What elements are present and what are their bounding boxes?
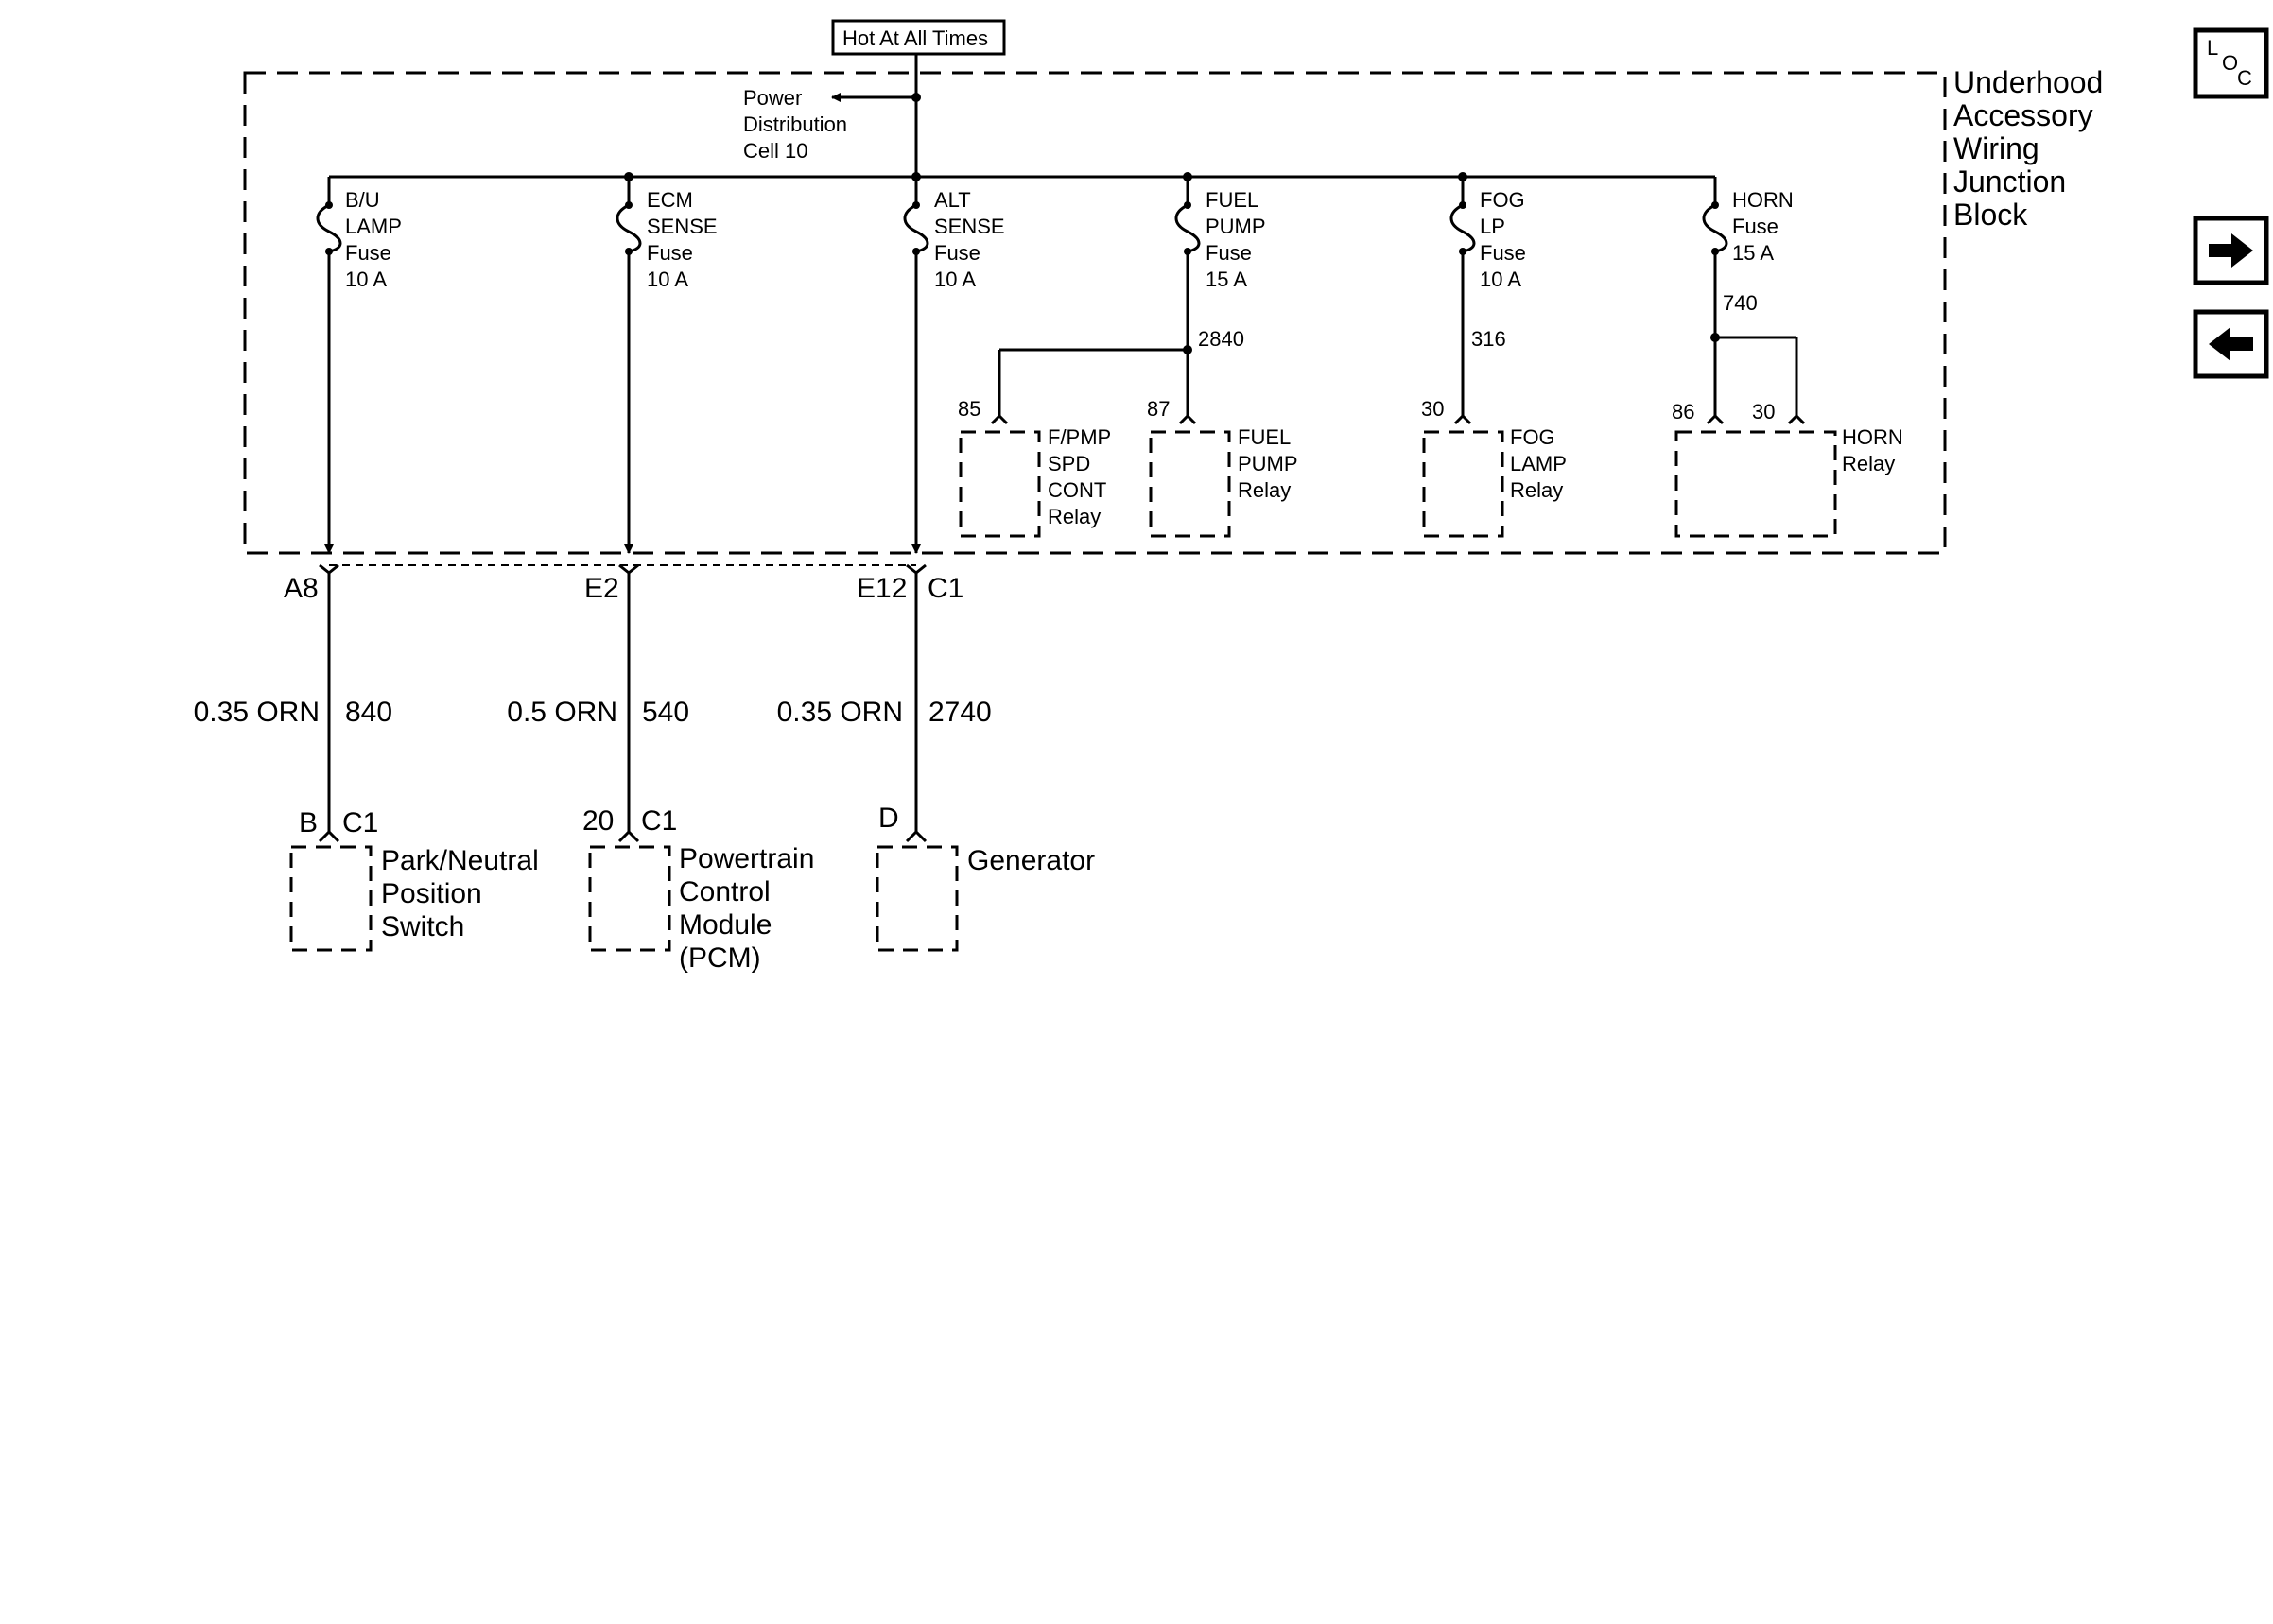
dest-pin: 20 — [582, 805, 614, 837]
wire-spec: 0.35 ORN — [777, 697, 903, 728]
arrow-right-icon — [2209, 233, 2253, 268]
arrow-left-icon — [2209, 327, 2253, 361]
relay-pin: 30 — [1752, 400, 1775, 423]
connector-id: C1 — [928, 573, 963, 604]
relay-pin: 30 — [1421, 397, 1444, 421]
fuse-symbol — [1449, 203, 1476, 253]
circuit-number: 840 — [345, 697, 392, 728]
wire-spec: 0.5 ORN — [507, 697, 617, 728]
power-distribution-label: Power Distribution Cell 10 — [743, 86, 853, 163]
relay-pin: 87 — [1147, 397, 1170, 421]
connector-pin: E2 — [584, 573, 619, 604]
component-label-pcm: Powertrain Control Module (PCM) — [679, 843, 823, 974]
relay-box — [1149, 430, 1231, 538]
component-box — [289, 845, 373, 952]
dest-pin: B — [299, 807, 318, 838]
loc-button[interactable]: L O C — [2193, 27, 2269, 99]
wire-spec: 0.35 ORN — [194, 697, 320, 728]
circuit-number: 540 — [642, 697, 689, 728]
circuit-label-horn: 740 — [1723, 291, 1758, 315]
fuse-label-horn: HORN Fuse 15 A — [1732, 188, 1799, 265]
fuse-label-alt-sense: ALT SENSE Fuse 10 A — [934, 188, 1011, 291]
relay-pin: 86 — [1672, 400, 1694, 423]
connector-pin: E12 — [857, 573, 907, 604]
loc-icon-mid: O — [2222, 51, 2238, 75]
fuse-label-ecm-sense: ECM SENSE Fuse 10 A — [647, 188, 723, 291]
dest-pin: D — [878, 803, 899, 834]
fuse-label-fuel-pump: FUEL PUMP Fuse 15 A — [1206, 188, 1271, 291]
supply-label: Hot At All Times — [842, 26, 988, 50]
connector-pin: A8 — [284, 573, 319, 604]
circuit-label-fuel-pump: 2840 — [1198, 327, 1244, 351]
junction-block-label: Underhood Accessory Wiring Junction Bloc… — [1953, 65, 2111, 232]
supply-box — [831, 19, 1006, 56]
relay-box — [1422, 430, 1504, 538]
circuit-label-fog: 316 — [1471, 327, 1506, 351]
fuse-symbol — [903, 203, 929, 253]
relay-pin: 85 — [958, 397, 980, 421]
component-box — [588, 845, 671, 952]
dest-connector: C1 — [641, 805, 677, 837]
relay-label-fpmp-spd-cont: F/PMP SPD CONT Relay — [1048, 425, 1117, 528]
circuit-number: 2740 — [928, 697, 992, 728]
fuse-label-bu-lamp: B/U LAMP Fuse 10 A — [345, 188, 408, 291]
component-box — [876, 845, 959, 952]
junction-block-boundary — [243, 71, 1947, 555]
component-label-park-neutral: Park/Neutral Position Switch — [381, 845, 547, 942]
loc-icon: L — [2207, 36, 2218, 60]
dest-connector: C1 — [342, 807, 378, 838]
fuse-label-fog-lp: FOG LP Fuse 10 A — [1480, 188, 1532, 291]
fuse-symbol — [1702, 203, 1728, 253]
fuse-symbol — [616, 203, 642, 253]
component-label-generator: Generator — [967, 845, 1095, 876]
relay-box — [1674, 430, 1837, 538]
fuse-symbol — [316, 203, 342, 253]
forward-button[interactable] — [2193, 216, 2269, 285]
relay-label-fuel-pump: FUEL PUMP Relay — [1238, 425, 1303, 502]
loc-icon-bot: C — [2237, 66, 2252, 90]
relay-label-fog-lamp: FOG LAMP Relay — [1510, 425, 1572, 502]
relay-label-horn: HORN Relay — [1842, 425, 1909, 475]
back-button[interactable] — [2193, 309, 2269, 379]
fuse-symbol — [1174, 203, 1201, 253]
relay-box — [959, 430, 1041, 538]
